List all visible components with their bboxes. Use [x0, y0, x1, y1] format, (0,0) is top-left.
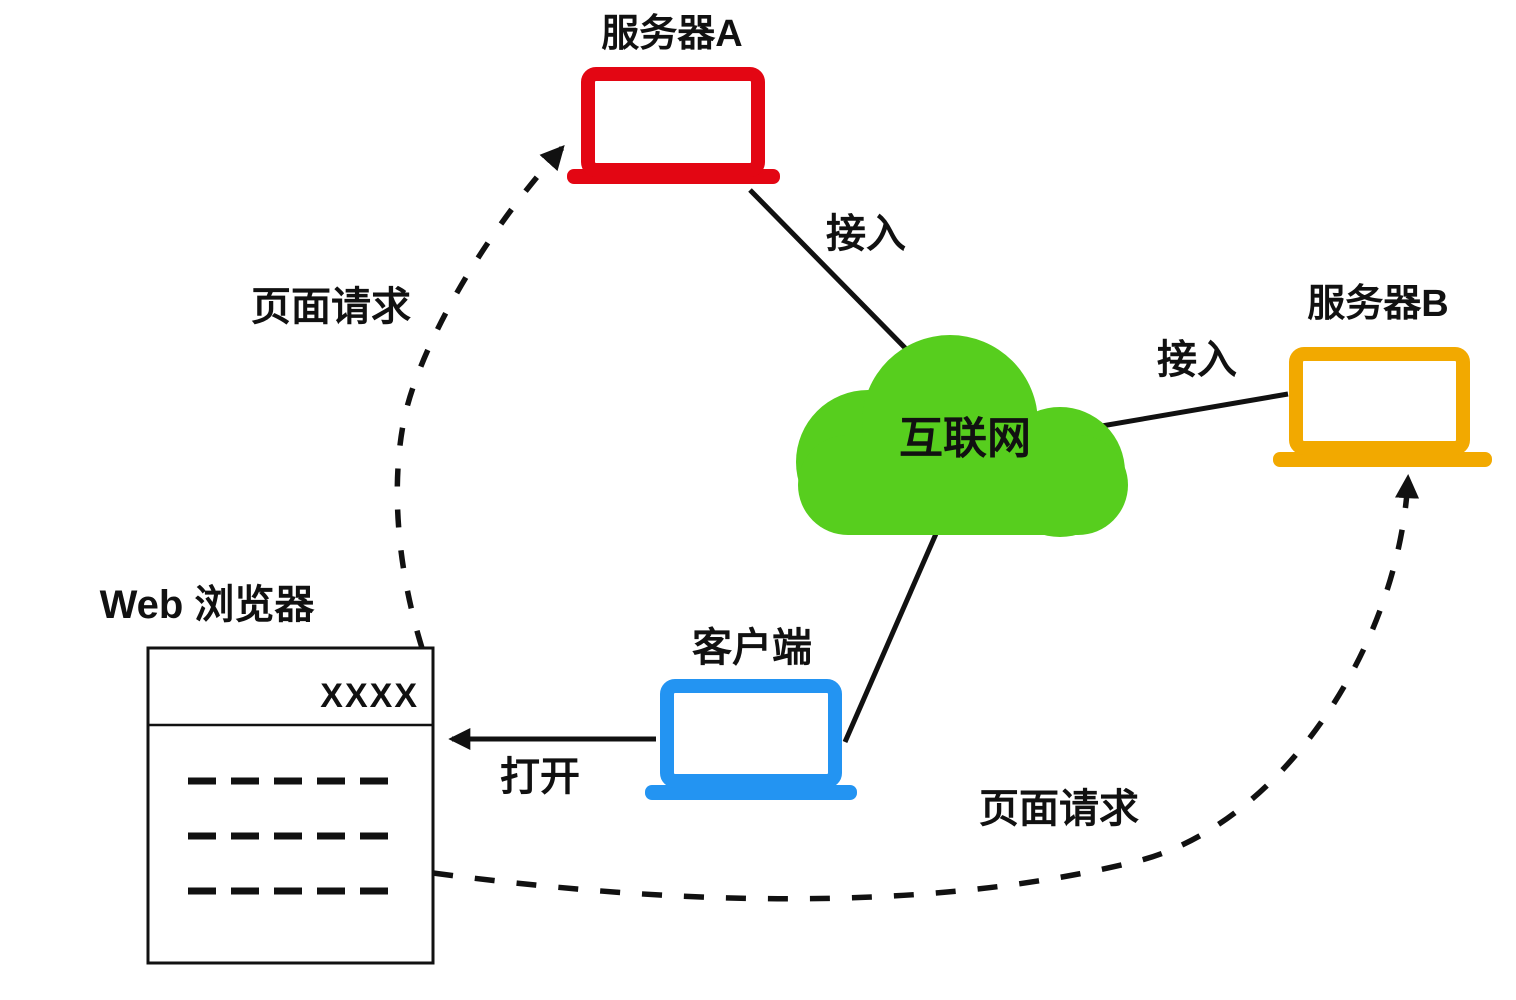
edge-access-b-line [1089, 391, 1289, 431]
edge-page-request-a-curve [394, 145, 565, 649]
edge-client-internet-line [842, 518, 945, 744]
browser-window: XXXX [146, 646, 435, 965]
server-a-laptop-icon [567, 67, 780, 184]
internet-label: 互联网 [899, 414, 1031, 463]
browser-frame [146, 646, 435, 965]
browser-content-placeholder-lines [188, 777, 390, 895]
server-a-label: 服务器A [601, 13, 742, 55]
access-a-label: 接入 [826, 212, 906, 256]
client-label: 客户端 [692, 626, 812, 670]
edge-page-request-b-curve [432, 473, 1420, 902]
edge-access-a-line [748, 188, 917, 360]
open-label: 打开 [500, 755, 580, 799]
access-b-label: 接入 [1157, 338, 1237, 382]
page-request-b-label: 页面请求 [979, 787, 1139, 831]
server-b-laptop-icon [1273, 347, 1492, 467]
browser-label: Web 浏览器 [100, 583, 316, 627]
client-laptop-icon [645, 679, 857, 800]
server-b-label: 服务器B [1307, 283, 1448, 325]
browser-titlebar-text: XXXX [320, 677, 419, 715]
page-request-a-label: 页面请求 [251, 285, 411, 329]
internet-cloud-icon [796, 335, 1128, 537]
